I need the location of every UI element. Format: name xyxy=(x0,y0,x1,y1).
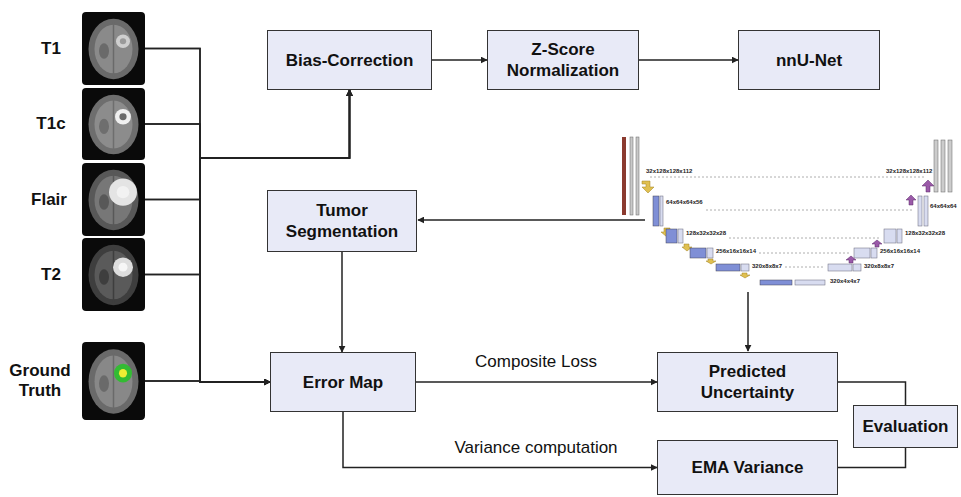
connector-arrow xyxy=(145,275,270,383)
dimension-label: 64x64x64 xyxy=(930,203,957,210)
dimension-label: 256x16x16x14 xyxy=(880,248,920,255)
process-box: Bias-Correction xyxy=(267,30,432,90)
scan-label: Ground Truth xyxy=(4,361,76,401)
mri-scan: T1 xyxy=(82,12,145,85)
dimension-label: 320x4x4x7 xyxy=(830,278,860,285)
connector-arrow xyxy=(145,381,270,382)
box-label: Error Map xyxy=(303,372,383,393)
connector-arrow xyxy=(341,252,343,352)
process-box: Tumor Segmentation xyxy=(267,190,417,252)
connector-arrow xyxy=(838,448,906,468)
dimension-label: 256x16x16x14 xyxy=(716,248,756,255)
mri-image xyxy=(82,238,145,311)
scan-label: Flair xyxy=(22,190,76,210)
mri-image xyxy=(82,88,145,160)
scan-label: T2 xyxy=(26,265,76,285)
mri-image xyxy=(82,342,145,420)
box-label: EMA Variance xyxy=(692,457,804,478)
box-label: Z-Score Normalization xyxy=(498,39,628,81)
connector-arrow xyxy=(639,59,738,61)
connector-arrow xyxy=(838,382,906,405)
process-box: Evaluation xyxy=(853,405,958,448)
connector-arrow xyxy=(416,381,657,383)
connector-arrow xyxy=(145,90,350,200)
box-label: Predicted Uncertainty xyxy=(668,361,827,403)
mri-scan: T1c xyxy=(82,88,145,160)
dimension-label: 32x128x128x112 xyxy=(886,168,932,175)
dimension-label: 320x8x8x7 xyxy=(752,263,782,270)
edge-label: Variance computation xyxy=(451,438,620,458)
connector-arrow xyxy=(145,200,270,383)
mri-scan: T2 xyxy=(82,238,145,311)
connector-arrow xyxy=(432,59,487,61)
process-box: Predicted Uncertainty xyxy=(657,352,838,412)
mri-image xyxy=(82,163,145,236)
process-box: Error Map xyxy=(270,352,416,412)
dimension-label: 64x64x64x56 xyxy=(666,199,703,206)
mri-image xyxy=(82,12,145,85)
connector-arrow xyxy=(343,412,657,468)
box-label: Bias-Correction xyxy=(286,50,414,71)
box-label: Tumor Segmentation xyxy=(278,200,406,242)
connector-arrow xyxy=(145,49,270,383)
process-box: Z-Score Normalization xyxy=(487,30,639,90)
mri-scan: Flair xyxy=(82,163,145,236)
connector-arrow xyxy=(145,124,270,382)
process-box: nnU-Net xyxy=(738,30,880,90)
dimension-label: 320x8x8x7 xyxy=(864,263,894,270)
scan-label: T1c xyxy=(26,114,76,134)
dimension-label: 128x32x32x28 xyxy=(686,230,726,237)
edge-label: Composite Loss xyxy=(472,352,600,372)
mri-scan: Ground Truth xyxy=(82,342,145,420)
scan-label: T1 xyxy=(26,39,76,59)
dimension-label: 128x32x32x28 xyxy=(905,230,945,237)
process-box: EMA Variance xyxy=(657,440,838,495)
box-label: nnU-Net xyxy=(776,50,842,71)
dimension-label: 32x128x128x112 xyxy=(646,168,692,175)
box-label: Evaluation xyxy=(863,416,949,437)
